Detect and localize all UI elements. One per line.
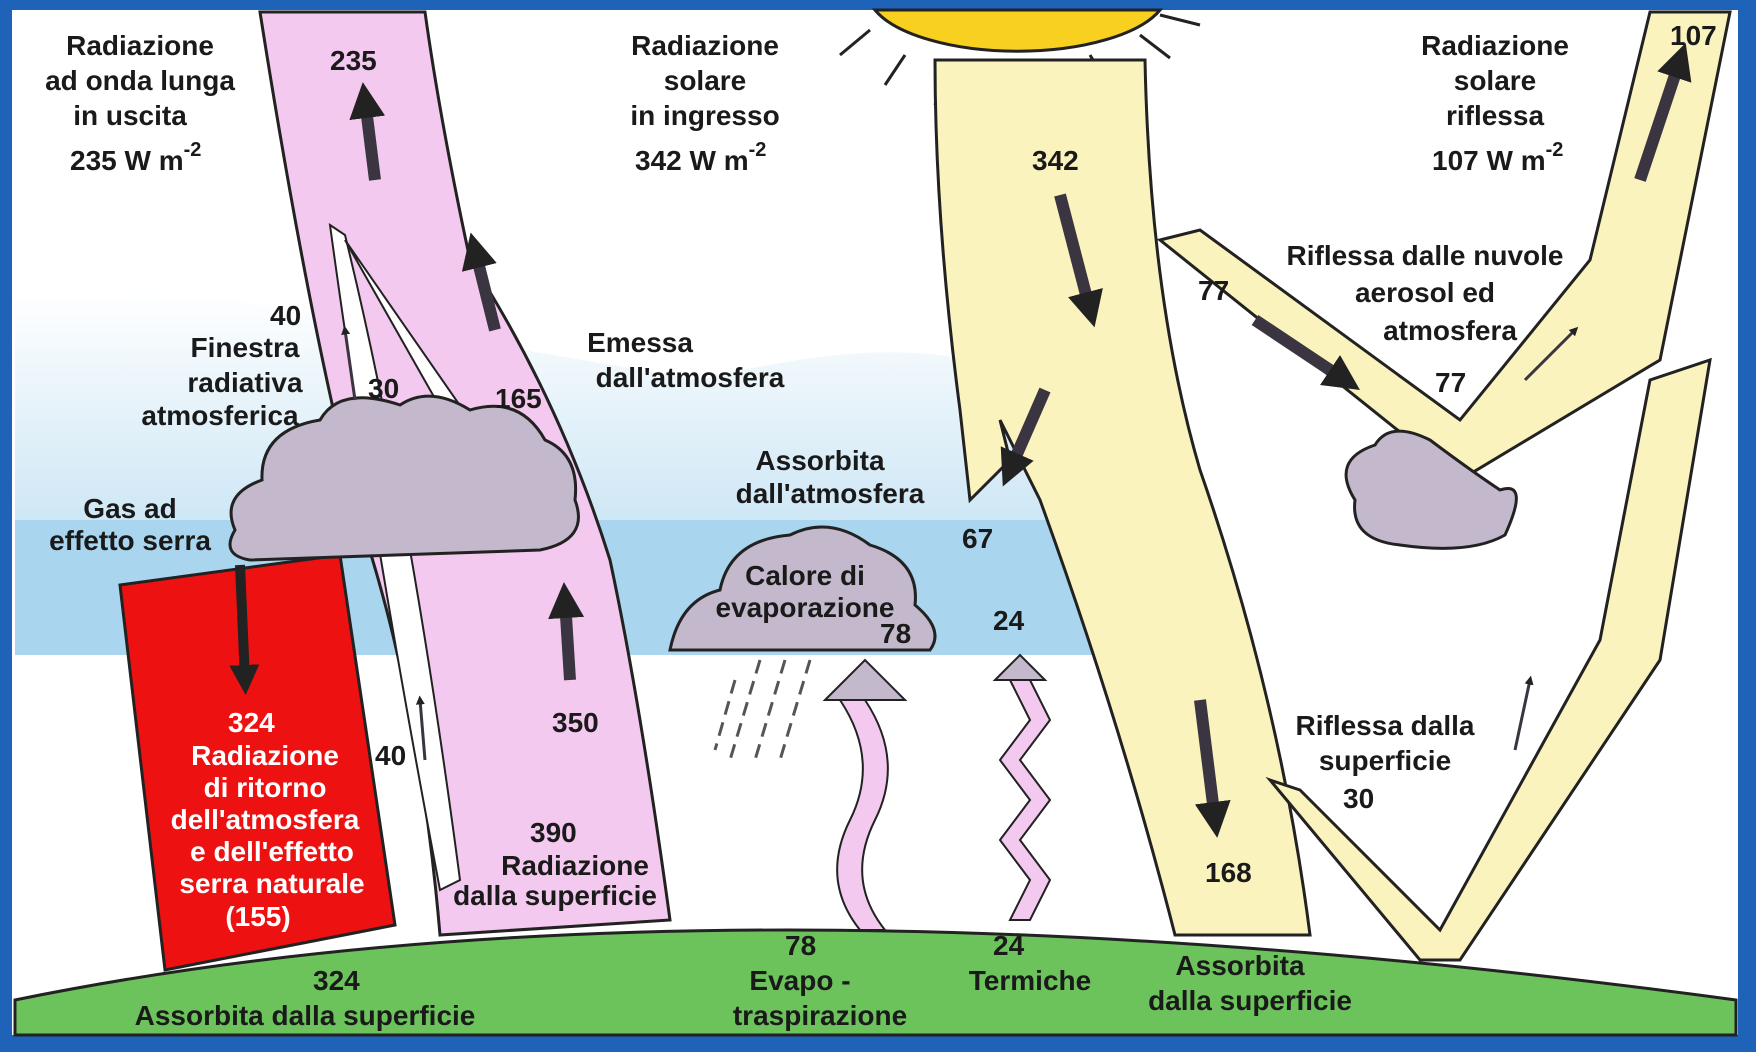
termiche-label: Termiche [969, 965, 1091, 996]
finestra-line1: Finestra [191, 332, 300, 363]
value-78-ground: 78 [785, 930, 816, 961]
radiazione-sup-line1: Radiazione [501, 850, 649, 881]
reflected-line2: solare [1454, 65, 1537, 96]
value-40-lower: 40 [375, 740, 406, 771]
outgoing-value: 235 W m-2 [70, 139, 201, 176]
riflessa-nuvole-line1: Riflessa dalle nuvole [1287, 240, 1564, 271]
back-rad-line6: (155) [225, 901, 290, 932]
value-390: 390 [530, 817, 577, 848]
reflected-line3: riflessa [1446, 100, 1544, 131]
assorbita-atm-line2: dall'atmosfera [736, 478, 925, 509]
value-107: 107 [1670, 20, 1717, 51]
incoming-line1: Radiazione [631, 30, 779, 61]
assorbita-sup-right-line2: dalla superficie [1148, 985, 1352, 1016]
value-165: 165 [495, 383, 542, 414]
value-24-air: 24 [993, 605, 1025, 636]
value-324-red: 324 [228, 707, 275, 738]
arrow-down-red [240, 565, 245, 680]
back-rad-line2: di ritorno [204, 772, 327, 803]
reflected-line1: Radiazione [1421, 30, 1569, 61]
riflessa-sup-line1: Riflessa dalla [1296, 710, 1475, 741]
value-324-ground: 324 [313, 965, 360, 996]
riflessa-sup-line2: superficie [1319, 745, 1451, 776]
outgoing-line2: ad onda lunga [45, 65, 235, 96]
value-77-atm: 77 [1435, 367, 1466, 398]
emessa-line1: Emessa [587, 327, 693, 358]
value-350: 350 [552, 707, 599, 738]
incoming-line3: in ingresso [630, 100, 779, 131]
emessa-line2: dall'atmosfera [596, 362, 785, 393]
value-67: 67 [962, 523, 993, 554]
back-rad-line1: Radiazione [191, 740, 339, 771]
back-rad-line4: e dell'effetto [190, 836, 354, 867]
value-77-clouds: 77 [1198, 275, 1229, 306]
value-168: 168 [1205, 857, 1252, 888]
value-30-window: 30 [368, 373, 399, 404]
riflessa-nuvole-line2: aerosol ed [1355, 277, 1495, 308]
value-30-surface: 30 [1343, 783, 1374, 814]
value-24-ground: 24 [993, 930, 1025, 961]
assorbita-atm-line1: Assorbita [755, 445, 885, 476]
incoming-solar-label: Radiazione solare in ingresso 342 W m-2 [630, 30, 779, 176]
incoming-line2: solare [664, 65, 747, 96]
outgoing-line3: in uscita [73, 100, 187, 131]
evapo-line1: Evapo - [749, 965, 850, 996]
riflessa-nuvole-line3: atmosfera [1383, 315, 1517, 346]
calore-line2: evaporazione [716, 592, 895, 623]
finestra-line3: atmosferica [141, 400, 299, 431]
radiazione-sup-line2: dalla superficie [453, 880, 657, 911]
incoming-value: 342 W m-2 [635, 139, 766, 176]
gas-line2: effetto serra [49, 525, 211, 556]
back-rad-line5: serra naturale [179, 868, 364, 899]
calore-line1: Calore di [745, 560, 865, 591]
gas-line1: Gas ad [83, 493, 176, 524]
reflected-value: 107 W m-2 [1432, 139, 1563, 176]
value-40-window: 40 [270, 300, 301, 331]
assorbita-sup-left: Assorbita dalla superficie [135, 1000, 476, 1031]
finestra-line2: radiativa [187, 367, 303, 398]
value-235: 235 [330, 45, 377, 76]
assorbita-sup-right-line1: Assorbita [1175, 950, 1305, 981]
evapo-line2: traspirazione [733, 1000, 907, 1031]
outgoing-line1: Radiazione [66, 30, 214, 61]
back-rad-line3: dell'atmosfera [171, 804, 360, 835]
value-342: 342 [1032, 145, 1079, 176]
